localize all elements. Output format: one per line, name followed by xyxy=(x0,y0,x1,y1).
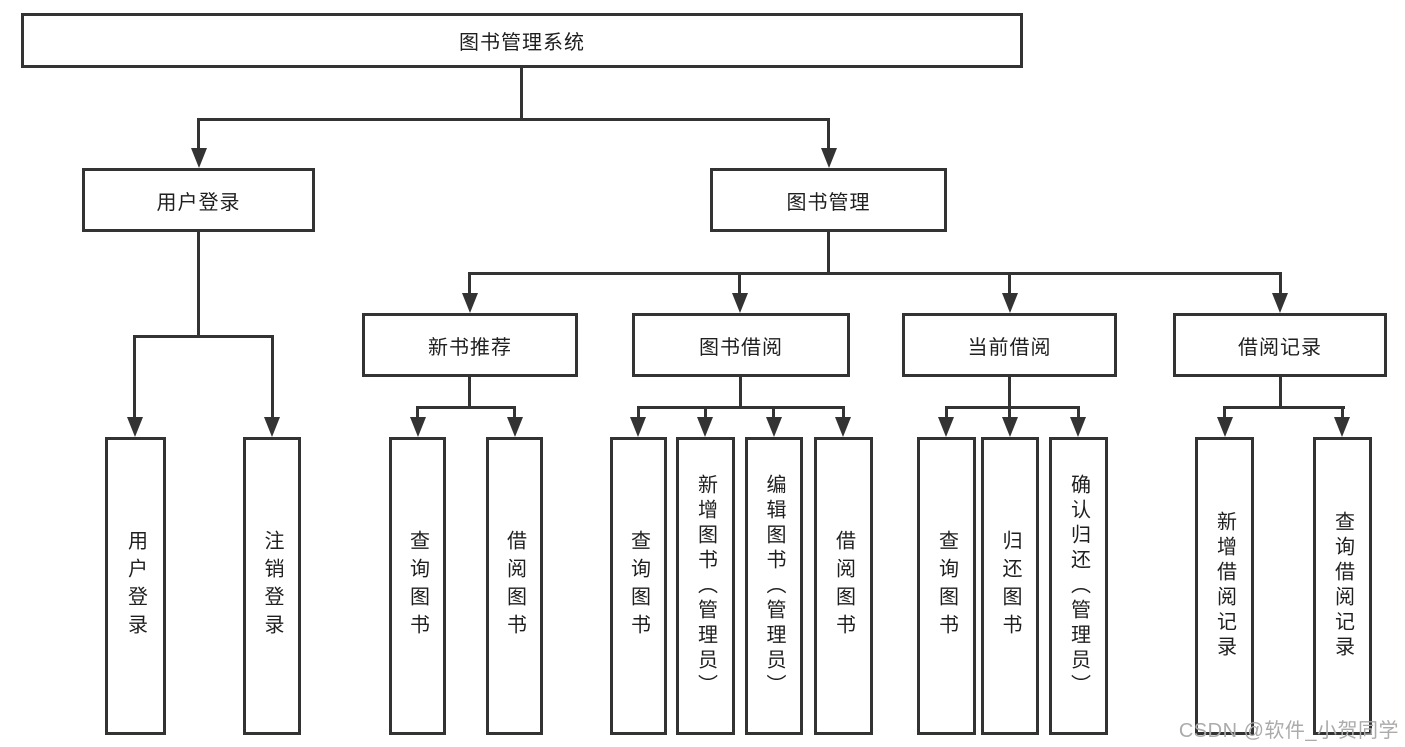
connector-line xyxy=(271,335,274,420)
connector-line xyxy=(1279,272,1282,297)
node-book-borrowing: 图书借阅 xyxy=(632,313,850,377)
arrow-down-icon xyxy=(507,417,523,437)
leaf-label: 借阅图书 xyxy=(503,530,526,642)
leaf-query-books-borrowing: 查询图书 xyxy=(610,437,667,735)
node-library-system: 图书管理系统 xyxy=(21,13,1023,68)
connector-line xyxy=(520,68,523,118)
node-label: 用户登录 xyxy=(156,191,241,214)
leaf-label: 归还图书 xyxy=(999,530,1021,642)
connector-line xyxy=(468,272,1282,275)
csdn-watermark: CSDN @软件_小贺同学 xyxy=(1178,720,1399,742)
leaf-confirm-return-admin: 确认归还（管理员） xyxy=(1049,437,1108,735)
leaf-label: 查询图书 xyxy=(627,530,650,642)
connector-line xyxy=(827,118,830,150)
leaf-add-borrow-record: 新增借阅记录 xyxy=(1195,437,1254,735)
leaf-label: 查询借阅记录 xyxy=(1331,511,1354,661)
connector-line xyxy=(1279,377,1282,406)
arrow-down-icon xyxy=(1334,417,1350,437)
leaf-query-books-current: 查询图书 xyxy=(917,437,976,735)
arrow-down-icon xyxy=(697,417,713,437)
arrow-down-icon xyxy=(766,417,782,437)
connector-line xyxy=(637,406,845,409)
connector-line xyxy=(416,406,419,420)
connector-line xyxy=(468,377,471,406)
connector-line xyxy=(827,232,830,272)
connector-line xyxy=(738,272,741,297)
connector-line xyxy=(1223,406,1345,409)
connector-line xyxy=(1008,406,1011,420)
leaf-label: 编辑图书（管理员） xyxy=(763,473,785,699)
leaf-label: 新增借阅记录 xyxy=(1213,511,1236,661)
connector-line xyxy=(416,406,516,409)
connector-line xyxy=(739,377,742,406)
arrow-down-icon xyxy=(630,417,646,437)
leaf-query-books-recommend: 查询图书 xyxy=(389,437,446,735)
connector-line xyxy=(1223,406,1226,420)
connector-line xyxy=(133,335,136,420)
arrow-down-icon xyxy=(1070,417,1086,437)
connector-line xyxy=(197,118,830,121)
arrow-down-icon xyxy=(821,148,837,168)
arrow-down-icon xyxy=(410,417,426,437)
leaf-label: 查询图书 xyxy=(406,530,429,642)
connector-line xyxy=(133,335,274,338)
arrow-down-icon xyxy=(462,293,478,313)
connector-line xyxy=(1341,406,1344,420)
leaf-borrow-books-recommend: 借阅图书 xyxy=(486,437,543,735)
node-label: 当前借阅 xyxy=(967,336,1052,359)
node-label: 图书管理 xyxy=(786,191,871,214)
arrow-down-icon xyxy=(1002,417,1018,437)
arrow-down-icon xyxy=(1002,293,1018,313)
node-label: 新书推荐 xyxy=(428,336,512,359)
arrow-down-icon xyxy=(191,148,207,168)
node-current-borrowing: 当前借阅 xyxy=(902,313,1117,377)
connector-line xyxy=(1008,377,1011,406)
arrow-down-icon xyxy=(732,293,748,313)
node-label: 图书借阅 xyxy=(699,336,783,359)
arrow-down-icon xyxy=(938,417,954,437)
node-label: 图书管理系统 xyxy=(459,32,585,54)
connector-line xyxy=(197,118,200,150)
leaf-query-borrow-record: 查询借阅记录 xyxy=(1313,437,1372,735)
connector-line xyxy=(945,406,1080,409)
leaf-label: 确认归还（管理员） xyxy=(1067,473,1090,699)
arrow-down-icon xyxy=(1217,417,1233,437)
leaf-label: 注销登录 xyxy=(261,530,283,642)
leaf-user-login: 用户登录 xyxy=(105,437,166,735)
node-label: 借阅记录 xyxy=(1238,336,1322,359)
arrow-down-icon xyxy=(127,417,143,437)
leaf-borrow-books-borrowing: 借阅图书 xyxy=(814,437,873,735)
arrow-down-icon xyxy=(835,417,851,437)
connector-line xyxy=(197,232,200,335)
connector-line xyxy=(704,406,707,420)
leaf-label: 查询图书 xyxy=(935,530,958,642)
connector-line xyxy=(772,406,775,420)
arrow-down-icon xyxy=(1272,293,1288,313)
leaf-label: 新增图书（管理员） xyxy=(694,473,717,699)
connector-line xyxy=(468,272,471,297)
connector-line xyxy=(945,406,948,420)
leaf-return-book: 归还图书 xyxy=(981,437,1039,735)
node-borrowing-records: 借阅记录 xyxy=(1173,313,1387,377)
connector-line xyxy=(1077,406,1080,420)
node-book-management: 图书管理 xyxy=(710,168,947,232)
node-user-login: 用户登录 xyxy=(82,168,315,232)
leaf-add-book-admin: 新增图书（管理员） xyxy=(676,437,735,735)
connector-line xyxy=(637,406,640,420)
leaf-logout: 注销登录 xyxy=(243,437,301,735)
arrow-down-icon xyxy=(264,417,280,437)
node-new-book-recommend: 新书推荐 xyxy=(362,313,578,377)
connector-line xyxy=(513,406,516,420)
connector-line xyxy=(842,406,845,420)
leaf-label: 用户登录 xyxy=(124,530,147,642)
leaf-label: 借阅图书 xyxy=(832,530,855,642)
connector-line xyxy=(1008,272,1011,297)
leaf-edit-book-admin: 编辑图书（管理员） xyxy=(745,437,803,735)
